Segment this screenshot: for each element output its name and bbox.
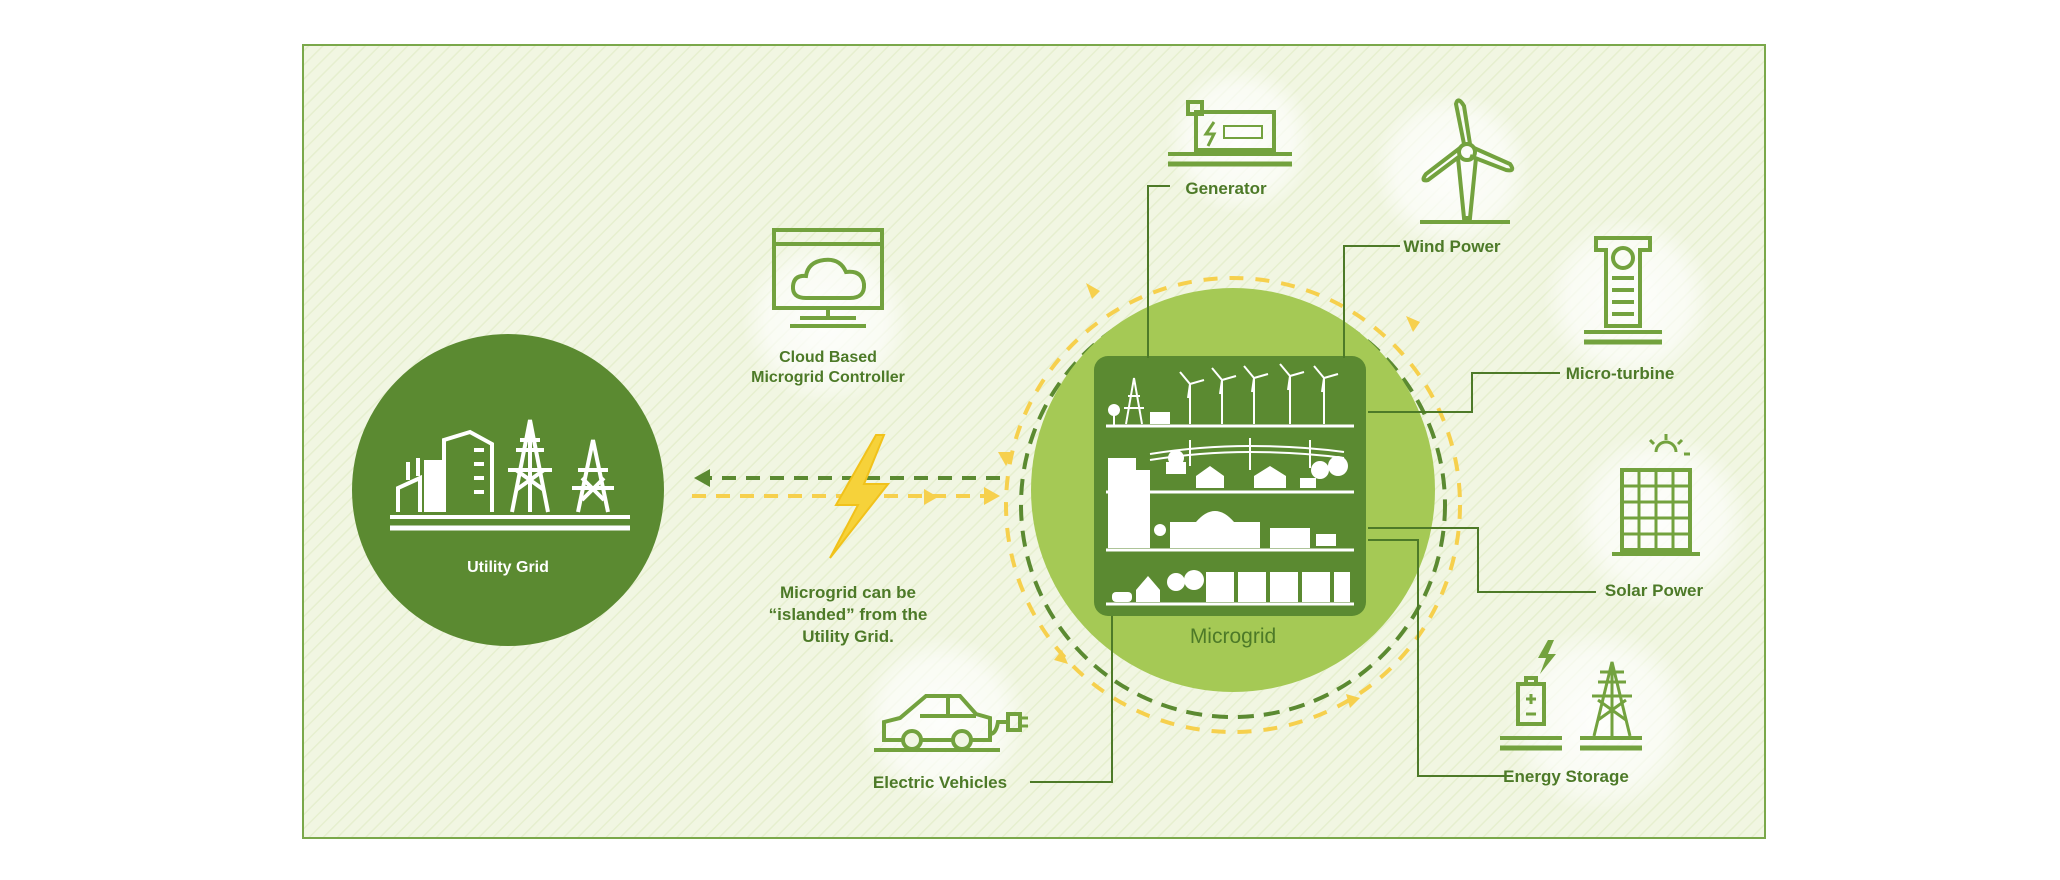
microgrid-label: Microgrid [1190,625,1276,648]
solar-connector [1368,527,1596,593]
utility-grid-icon [390,419,630,531]
island-note: Microgrid can be “islanded” from the Uti… [769,583,928,646]
storage-bolt-icon [1538,640,1556,674]
energy-storage-node: Energy Storage [1500,640,1642,786]
utility-grid-node: Utility Grid [352,334,664,646]
island-note-line3: Utility Grid. [802,627,894,646]
energy-storage-label: Energy Storage [1503,767,1629,786]
solar-panel-icon [1612,434,1700,556]
ev-connector [1030,616,1113,783]
generator-node: Generator [1168,100,1292,198]
energy-storage-icon [1500,676,1562,751]
wind-power-label: Wind Power [1403,237,1501,256]
generator-icon [1168,100,1292,167]
electric-vehicles-node: Electric Vehicles [873,694,1028,792]
wind-power-node: Wind Power [1403,98,1515,256]
micro-turbine-icon [1584,236,1662,345]
island-note-line1: Microgrid can be [780,583,916,602]
wind-connector [1343,245,1400,358]
micro-turbine-connector [1368,372,1560,413]
electric-vehicles-label: Electric Vehicles [873,773,1007,792]
generator-label: Generator [1185,179,1267,198]
connector-lines [1030,185,1596,783]
utility-grid-label: Utility Grid [467,559,549,576]
microgrid-node: Microgrid [998,276,1462,734]
energy-storage-connector [1368,539,1512,777]
microgrid-yellow-ring [1004,276,1462,734]
cloud-controller-label-1: Cloud Based [779,349,877,366]
grid-connection [692,434,1000,559]
micro-turbine-node: Micro-turbine [1566,236,1675,383]
wind-turbine-icon [1420,98,1515,224]
cloud-controller-node: Cloud Based Microgrid Controller [751,228,905,386]
cloud-controller-icon [772,228,884,328]
cloud-controller-label-2: Microgrid Controller [751,369,905,386]
micro-turbine-label: Micro-turbine [1566,364,1675,383]
electric-vehicle-icon [874,694,1028,752]
microgrid-city-icon [1106,363,1354,606]
solar-power-label: Solar Power [1605,581,1704,600]
generator-connector [1147,185,1170,358]
transmission-tower-icon [1580,661,1642,751]
island-note-line2: “islanded” from the [769,605,928,624]
lightning-bolt-icon [829,434,891,559]
utility-grid-circle [352,334,664,646]
solar-power-node: Solar Power [1605,434,1704,600]
